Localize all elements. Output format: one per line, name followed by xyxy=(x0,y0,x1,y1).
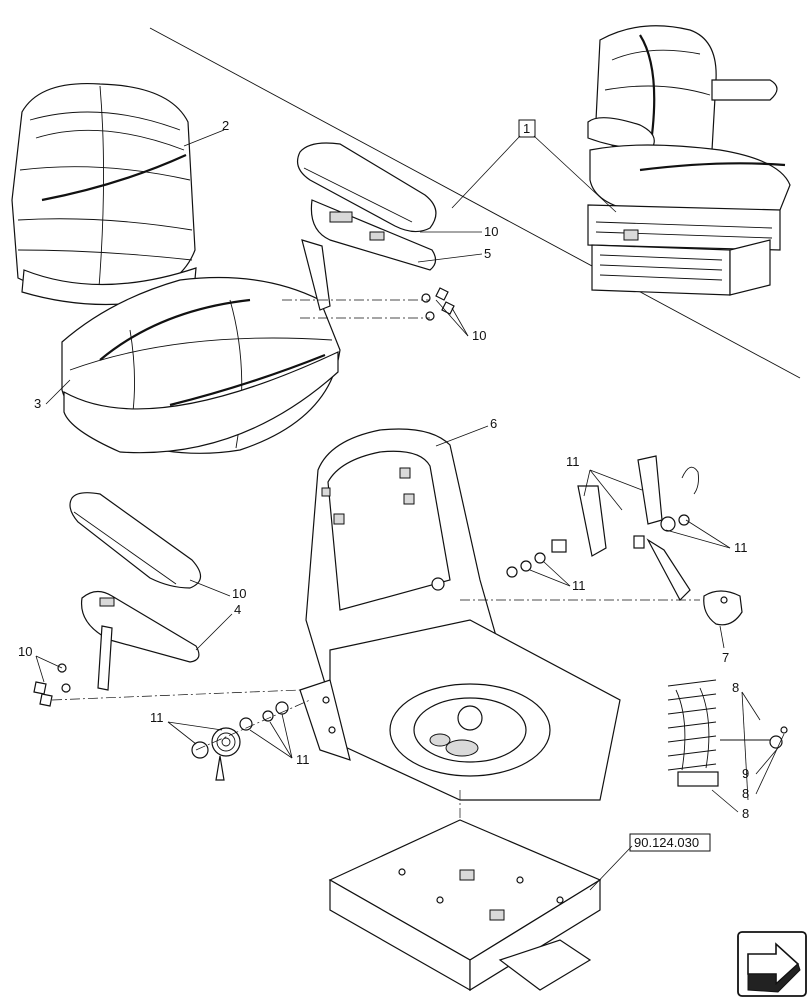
callout-7: 7 xyxy=(722,650,729,665)
lever-brackets xyxy=(577,455,699,601)
seat-cushion xyxy=(61,276,341,454)
callout-11-top: 11 xyxy=(566,454,580,469)
callout-8-top: 8 xyxy=(732,680,739,695)
callout-6: 6 xyxy=(490,416,497,431)
washer-stack xyxy=(506,539,567,578)
armrest-housing-upper xyxy=(301,199,437,311)
callout-9: 9 xyxy=(742,766,749,781)
page-forward-arrow-icon[interactable] xyxy=(737,931,807,997)
seat-frame xyxy=(299,428,621,801)
callout-11-right: 11 xyxy=(734,540,748,555)
backrest-cushion xyxy=(11,82,197,306)
armrest-housing-lower xyxy=(80,590,200,691)
complete-seat-assembly xyxy=(587,25,791,296)
screw-set-lower xyxy=(33,663,71,707)
reference-box xyxy=(629,833,711,852)
callout-10-screws-upper: 10 xyxy=(472,328,486,343)
callout-8-mid: 8 xyxy=(742,786,749,801)
callout-10-upper: 10 xyxy=(484,224,498,239)
callout-11-washers: 11 xyxy=(572,578,586,593)
callout-10-left: 10 xyxy=(232,586,246,601)
armrest-pad-upper xyxy=(297,142,437,233)
callout-8-bottom: 8 xyxy=(742,806,749,821)
spring-clip-assembly xyxy=(667,679,788,787)
callout-2: 2 xyxy=(222,118,229,133)
callout-3: 3 xyxy=(34,396,41,411)
callout-1: 1 xyxy=(523,121,530,136)
reference-label: 90.124.030 xyxy=(634,835,699,850)
armrest-pad-lower xyxy=(69,492,202,589)
callout-5: 5 xyxy=(484,246,491,261)
spring-reel xyxy=(191,701,289,781)
callout-10-screws-lower: 10 xyxy=(18,644,32,659)
callout-11-reel: 11 xyxy=(150,710,164,725)
callout-11-bottom: 11 xyxy=(296,752,310,767)
callout-4: 4 xyxy=(234,602,241,617)
handle-cap xyxy=(703,590,743,626)
section-divider-line xyxy=(149,27,801,379)
base-plate-assembly xyxy=(328,819,602,992)
callout-1-box xyxy=(518,119,536,138)
